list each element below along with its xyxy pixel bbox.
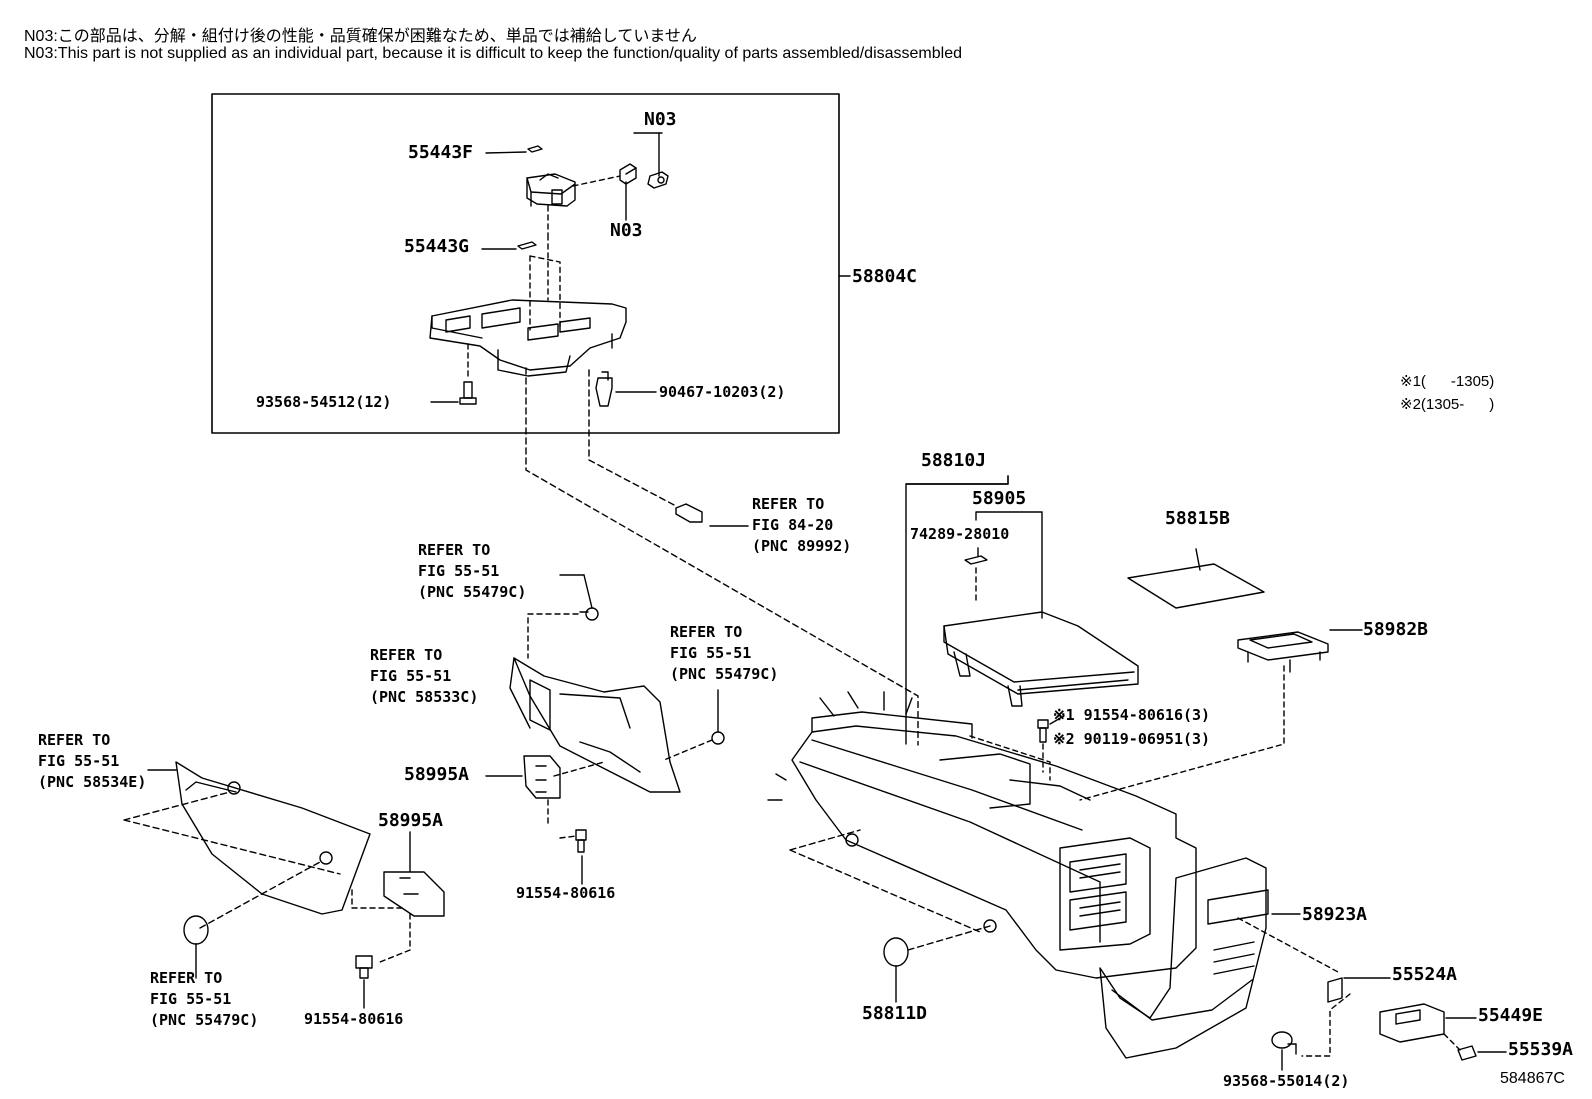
- label-90467-10203: 90467-10203(2): [659, 383, 786, 401]
- screw-93568-55014: [1271, 1031, 1297, 1071]
- label-n03-bottom: N03: [610, 220, 643, 241]
- label-58811D: 58811D: [862, 1003, 928, 1024]
- label-90119-06951-x3: ※2 90119-06951(3): [1053, 730, 1211, 748]
- refer-fig-55-51-58534e: REFER TO FIG 55-51 (PNC 58534E): [38, 731, 147, 791]
- clip-55479C-top: [559, 574, 599, 621]
- label-55539A: 55539A: [1508, 1039, 1574, 1060]
- leader-58810J: [905, 475, 1009, 745]
- label-58982B: 58982B: [1363, 619, 1429, 640]
- label-n03-top: N03: [644, 109, 677, 130]
- tray-mat-58815B: [1127, 548, 1265, 609]
- label-91554-80616-mid: 91554-80616: [516, 884, 616, 902]
- note-n03-english: N03:This part is not supplied as an indi…: [24, 45, 963, 62]
- label-93568-54512: 93568-54512(12): [256, 393, 392, 411]
- hidden-line-harness: [588, 369, 677, 507]
- label-58815B: 58815B: [1165, 508, 1231, 529]
- label-93568-55014: 93568-55014(2): [1223, 1072, 1350, 1090]
- label-55443G: 55443G: [404, 236, 470, 257]
- refer-fig-55-51-58533c: REFER TO FIG 55-51 (PNC 58533C): [370, 646, 479, 706]
- tray-58982B: [1237, 629, 1363, 673]
- label-58905: 58905: [972, 488, 1027, 509]
- bracket-58995A-mid: [485, 755, 561, 799]
- refer-fig-55-51-55479c-top: REFER TO FIG 55-51 (PNC 55479C): [418, 541, 527, 601]
- label-58995A-mid: 58995A: [404, 764, 470, 785]
- label-55443F: 55443F: [408, 142, 474, 163]
- label-74289-28010: [964, 547, 988, 565]
- refer-fig-84-20: REFER TO FIG 84-20 (PNC 89992): [752, 495, 852, 555]
- console-lid-58905: [943, 611, 1139, 707]
- hidden-line-upper: [547, 175, 621, 301]
- label-58995A-left: 58995A: [378, 810, 444, 831]
- label-58923A: 58923A: [1302, 904, 1368, 925]
- screw-91554-80616-mid: [575, 829, 587, 885]
- label-74289-28010: 74289-28010: [910, 525, 1010, 543]
- label-91554-80616-left: 91554-80616: [304, 1010, 404, 1028]
- cover-55539A: [1457, 1045, 1507, 1061]
- side-bracket-58533C: [509, 657, 681, 793]
- switch-55524A: [1327, 977, 1391, 1003]
- clip-58811D: [883, 937, 909, 1003]
- label-58804C: 58804C: [852, 266, 918, 287]
- leader-58905: [975, 511, 1043, 619]
- bezel-switch-assembly: [526, 173, 576, 207]
- clip-90467-10203: [595, 371, 657, 407]
- condition-note-1: ※1( -1305): [1400, 373, 1495, 390]
- condition-note-2: ※2(1305- ): [1400, 396, 1495, 413]
- panel-55443G: [481, 241, 537, 250]
- clip-89992: [675, 503, 749, 527]
- side-cover-58534E: [147, 761, 371, 915]
- label-91554-80616-x3: ※1 91554-80616(3): [1053, 706, 1211, 724]
- connector-n03: [619, 132, 669, 221]
- bracket-58995A-left: [383, 831, 445, 917]
- rear-panel-58923A: [1099, 857, 1301, 1059]
- screw-93568-54512: [430, 381, 477, 405]
- console-box-body: [767, 691, 1197, 979]
- label-55449E: 55449E: [1478, 1005, 1544, 1026]
- figure-id: 584867C: [1500, 1070, 1565, 1087]
- refer-fig-55-51-55479c-bottom: REFER TO FIG 55-51 (PNC 55479C): [150, 969, 259, 1029]
- console-upper-panel: [429, 299, 627, 377]
- hidden-line-main: [525, 367, 919, 746]
- panel-55443F: [485, 145, 543, 154]
- clip-55479C-mid: [711, 689, 725, 745]
- clip-55479C-bottom: [183, 915, 209, 979]
- screw-91554-80616-left: [355, 955, 373, 1009]
- label-58810J: 58810J: [921, 450, 987, 471]
- refer-fig-55-51-55479c-mid: REFER TO FIG 55-51 (PNC 55479C): [670, 623, 779, 683]
- label-55524A: 55524A: [1392, 964, 1458, 985]
- bezel-55449E: [1379, 1003, 1477, 1043]
- bolt-91554-80616-x3: [1037, 715, 1065, 743]
- note-n03-japanese: N03:この部品は、分解・組付け後の性能・品質確保が困難なため、単品では補給して…: [24, 28, 697, 45]
